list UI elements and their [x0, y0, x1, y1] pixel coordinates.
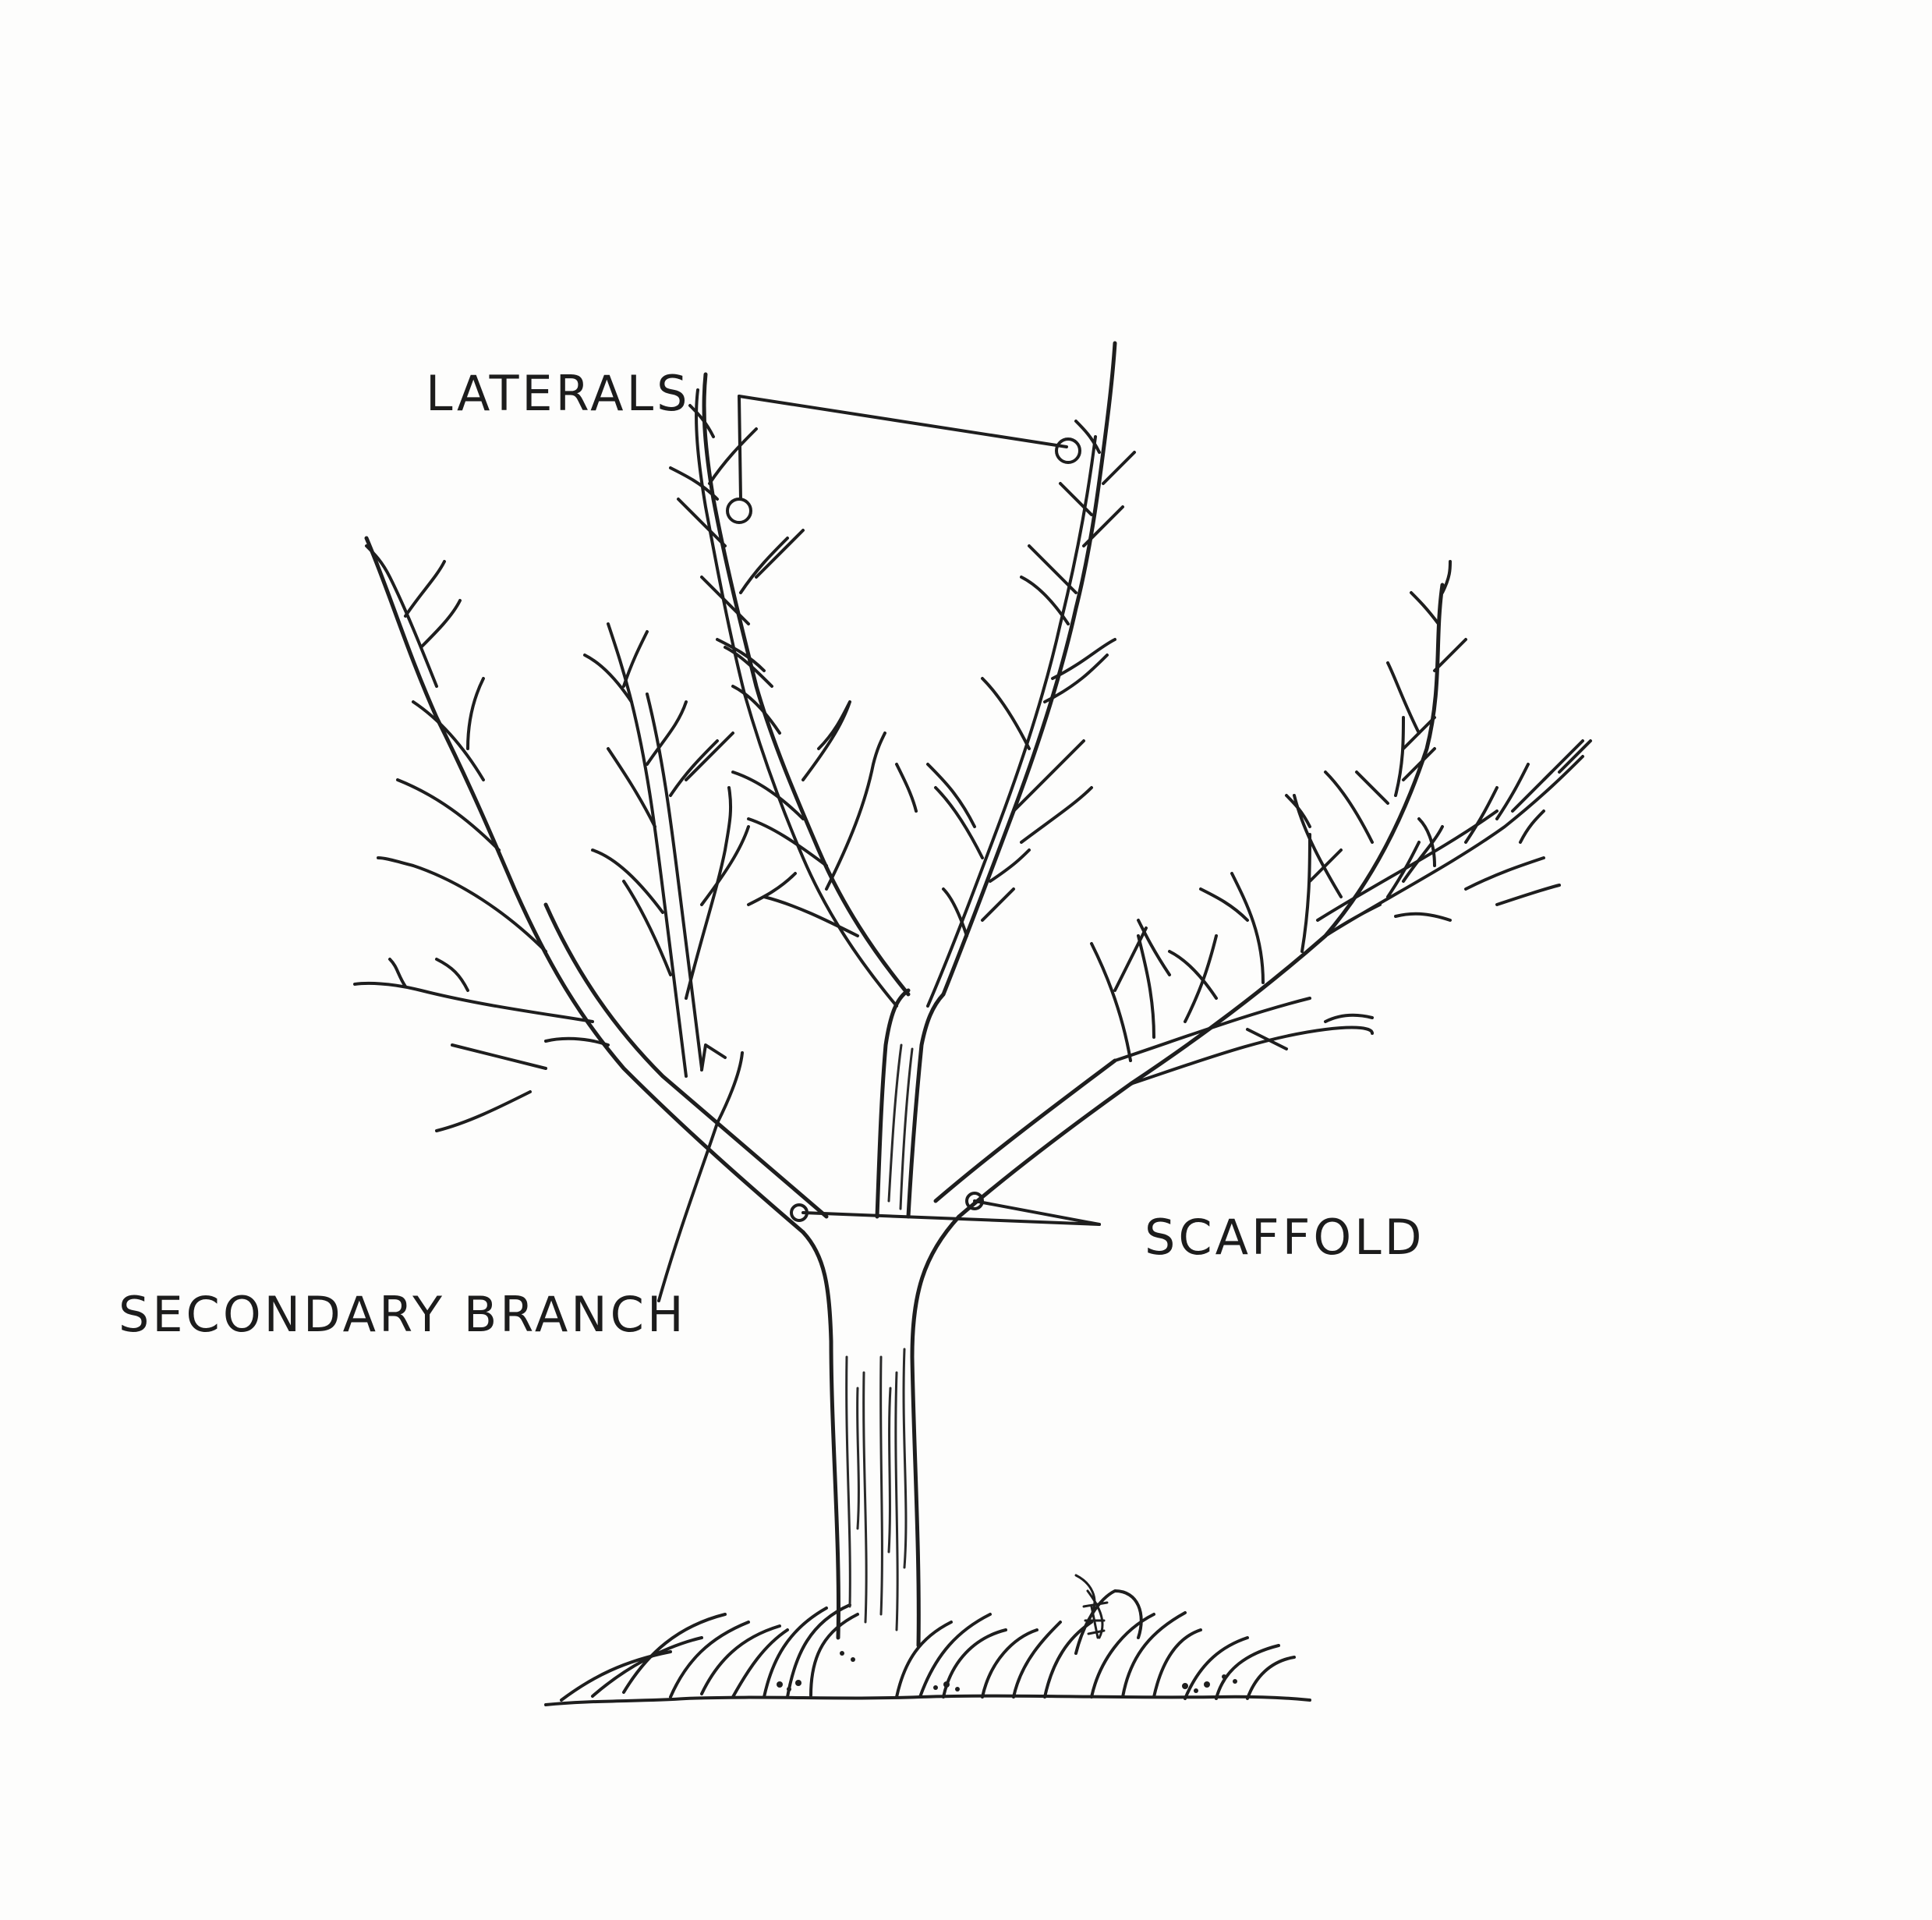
laterals-label: LATERALS — [426, 365, 691, 422]
scaffold-label: SCAFFOLD — [1145, 1209, 1425, 1266]
callout-lines — [657, 395, 1101, 1302]
secondary-branch-label: SECONDARY BRANCH — [119, 1286, 687, 1343]
artist-signature-mark — [1074, 1574, 1109, 1639]
lateral-marker-right — [1055, 437, 1081, 464]
lateral-marker-left — [726, 498, 752, 524]
grass-tuft — [544, 1589, 1311, 1706]
lateral-twigs — [353, 404, 1592, 1132]
scaffold-marker-left — [790, 1203, 809, 1222]
scaffold-marker-right — [965, 1192, 984, 1210]
tree-trunk — [801, 988, 961, 1648]
